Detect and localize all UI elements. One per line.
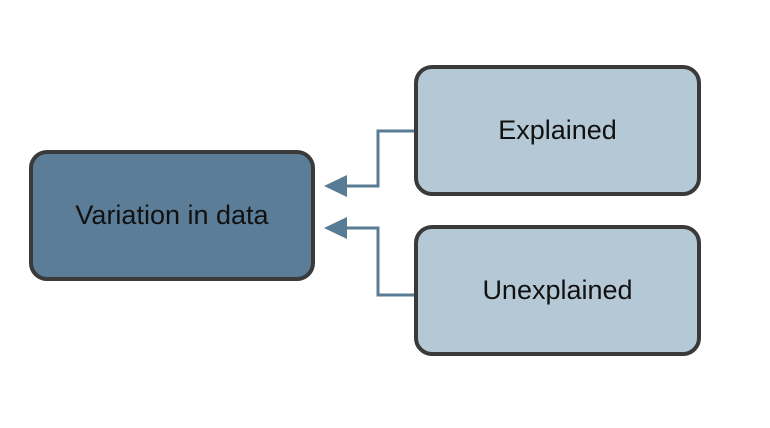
explained-box: Explained <box>414 65 701 196</box>
explained-label: Explained <box>498 115 617 145</box>
variation-in-data-label: Variation in data <box>75 200 269 230</box>
connector-unexplained <box>345 226 414 297</box>
connector-explained <box>345 129 414 188</box>
unexplained-box: Unexplained <box>414 225 701 356</box>
variation-in-data-box: Variation in data <box>29 150 315 281</box>
arrowhead-unexplained <box>324 217 347 239</box>
unexplained-label: Unexplained <box>482 275 633 305</box>
arrowhead-explained <box>324 175 347 197</box>
